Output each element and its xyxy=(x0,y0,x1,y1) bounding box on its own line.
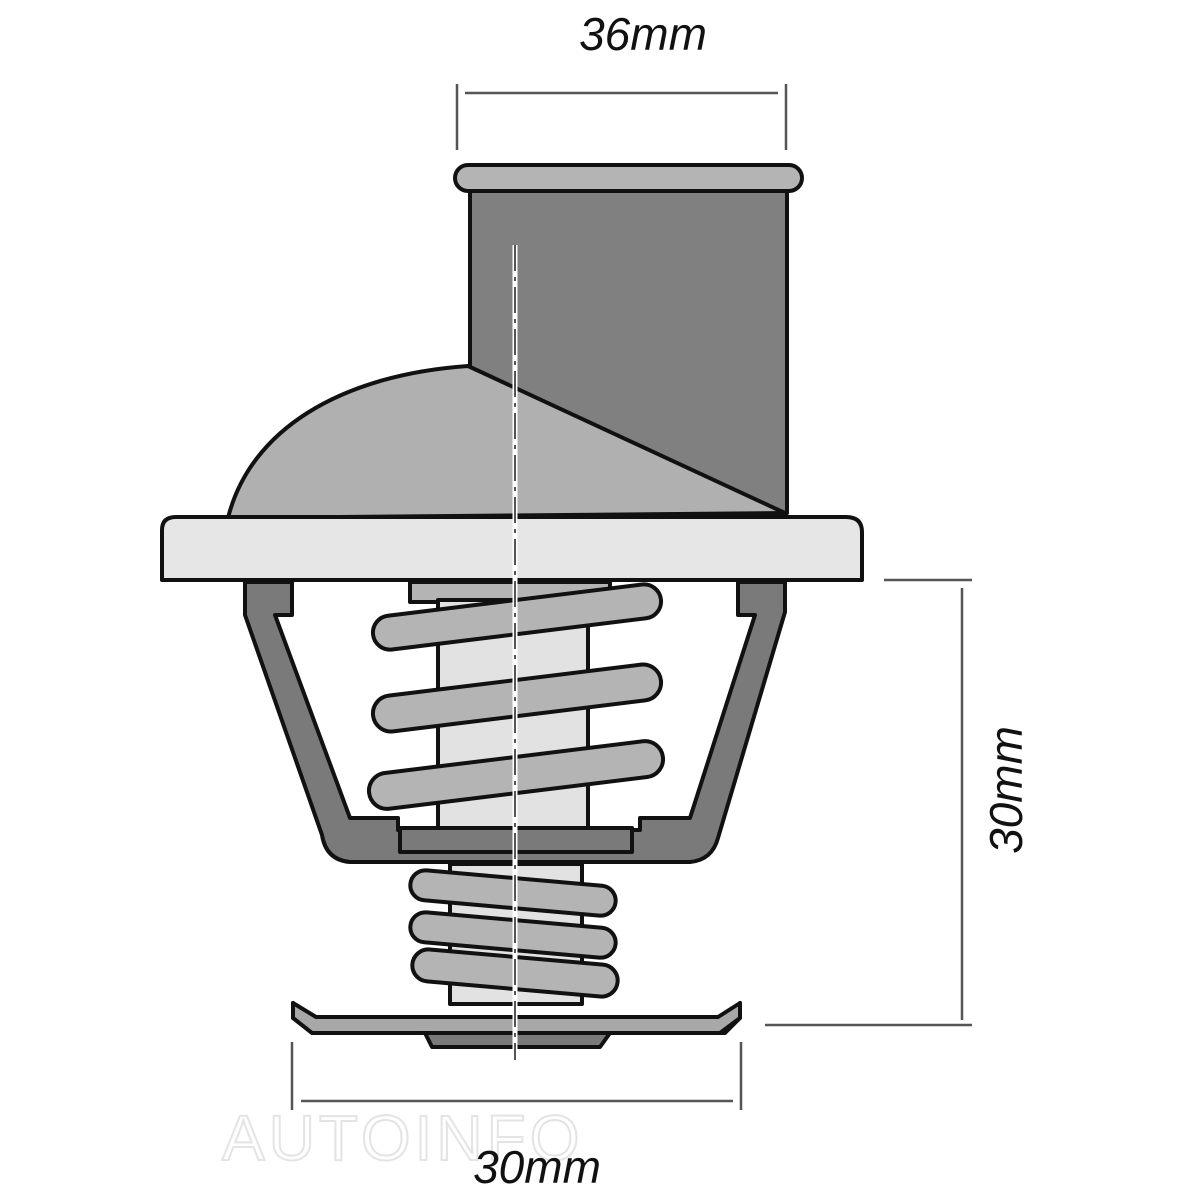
top-width-label: 36mm xyxy=(579,8,707,60)
watermark-logo: AUTOINFO xyxy=(222,1102,584,1174)
bottom-width-label: 30mm xyxy=(473,1141,601,1193)
flange xyxy=(160,515,864,582)
height-label: 30mm xyxy=(980,726,1032,854)
dome xyxy=(226,364,787,520)
outlet-lip xyxy=(453,163,804,193)
